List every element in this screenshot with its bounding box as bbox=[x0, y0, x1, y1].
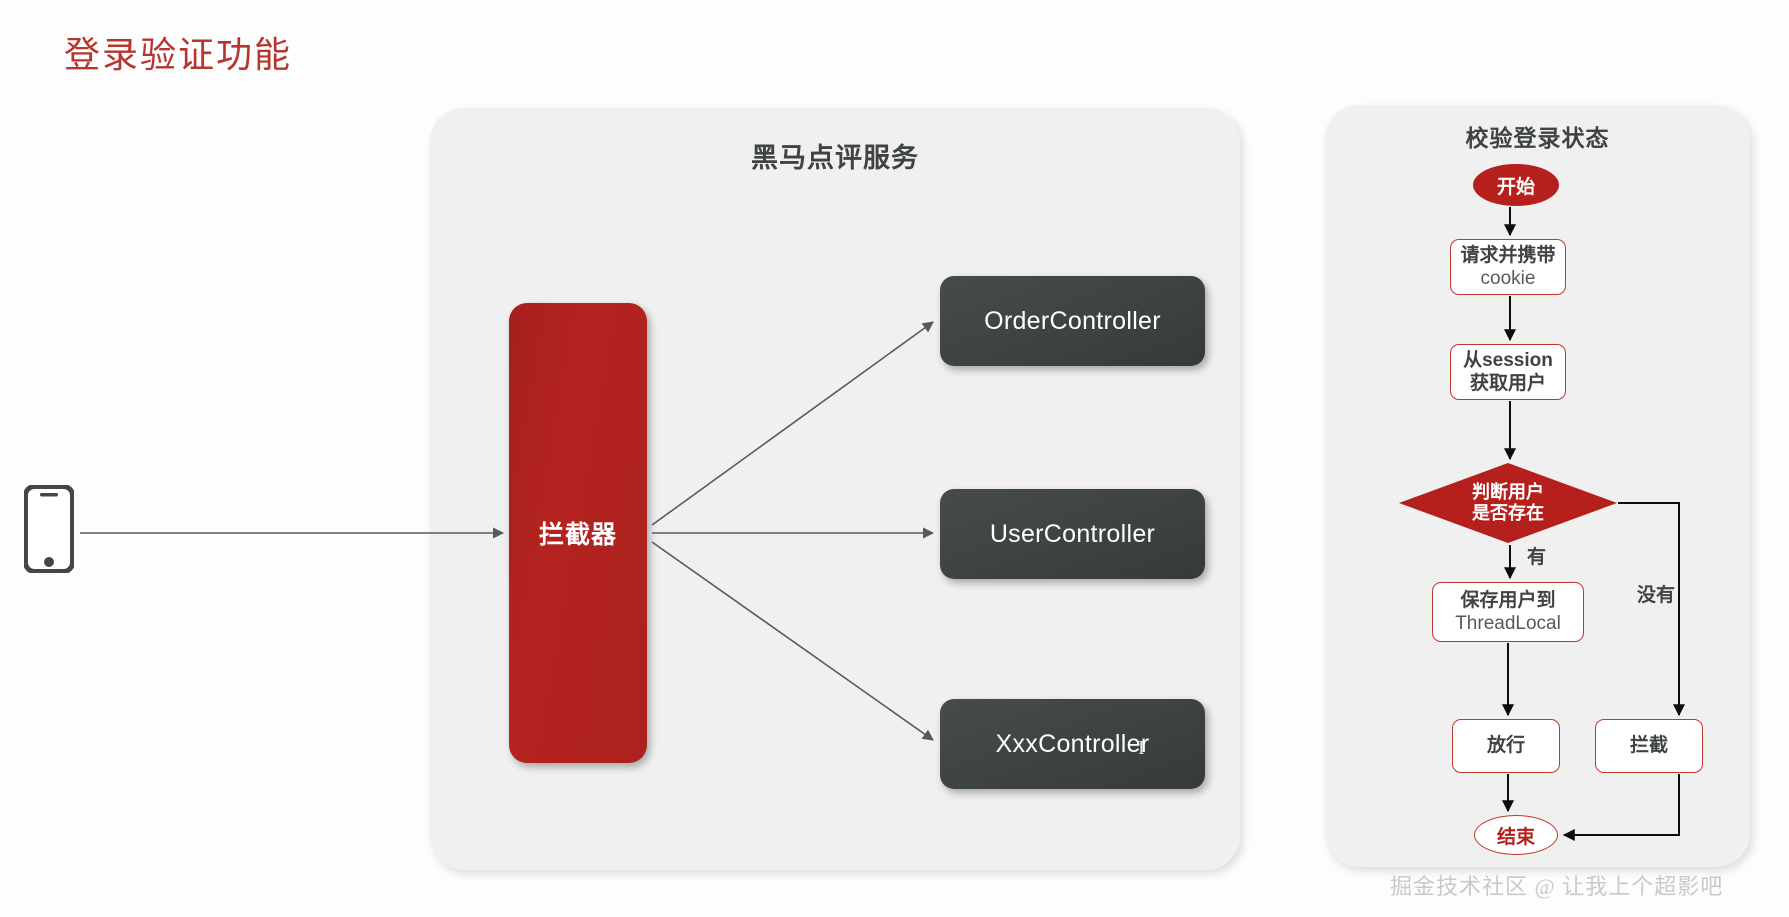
flow-node-pass-label: 放行 bbox=[1486, 735, 1525, 757]
flow-node-pass[interactable]: 放行 bbox=[1452, 719, 1560, 773]
smartphone-icon bbox=[23, 484, 75, 574]
flow-node-save-threadlocal-label: 保存用户到 ThreadLocal bbox=[1455, 589, 1561, 634]
flow-node-request-cookie-label: 请求并携带 cookie bbox=[1460, 244, 1556, 289]
flow-node-user-exists-decision[interactable]: 判断用户 是否存在 bbox=[1398, 462, 1618, 544]
flow-node-request-cookie[interactable]: 请求并携带 cookie bbox=[1450, 239, 1566, 295]
branch-label-no: 没有 bbox=[1637, 585, 1676, 606]
flow-node-save-threadlocal[interactable]: 保存用户到 ThreadLocal bbox=[1432, 582, 1584, 642]
xxx-controller-box[interactable]: XxxController bbox=[940, 699, 1205, 789]
page-title: 登录验证功能 bbox=[64, 35, 293, 75]
flow-node-get-user-from-session[interactable]: 从session 获取用户 bbox=[1450, 344, 1566, 400]
order-controller-box[interactable]: OrderController bbox=[940, 276, 1205, 366]
flow-panel-title: 校验登录状态 bbox=[1465, 125, 1610, 151]
flow-node-start-label: 开始 bbox=[1496, 176, 1535, 198]
flow-node-block[interactable]: 拦截 bbox=[1595, 719, 1703, 773]
flow-node-get-user-from-session-label: 从session 获取用户 bbox=[1463, 349, 1553, 394]
flow-node-start[interactable]: 开始 bbox=[1473, 164, 1559, 206]
user-controller-box[interactable]: UserController bbox=[940, 489, 1205, 579]
branch-label-yes: 有 bbox=[1527, 547, 1547, 568]
xxx-controller-label: XxxController bbox=[995, 729, 1150, 758]
order-controller-label: OrderController bbox=[984, 306, 1161, 335]
user-controller-label: UserController bbox=[989, 519, 1156, 548]
flow-node-end[interactable]: 结束 bbox=[1474, 815, 1558, 855]
interceptor-block[interactable]: 拦截器 bbox=[509, 303, 647, 763]
watermark-text: 掘金技术社区 @ 让我上个超影吧 bbox=[1390, 874, 1724, 899]
flow-node-block-label: 拦截 bbox=[1629, 735, 1668, 757]
interceptor-label: 拦截器 bbox=[538, 521, 617, 549]
service-panel-title: 黑马点评服务 bbox=[751, 143, 919, 173]
flow-node-end-label: 结束 bbox=[1496, 826, 1535, 848]
text-cursor-icon: I bbox=[1138, 737, 1145, 759]
